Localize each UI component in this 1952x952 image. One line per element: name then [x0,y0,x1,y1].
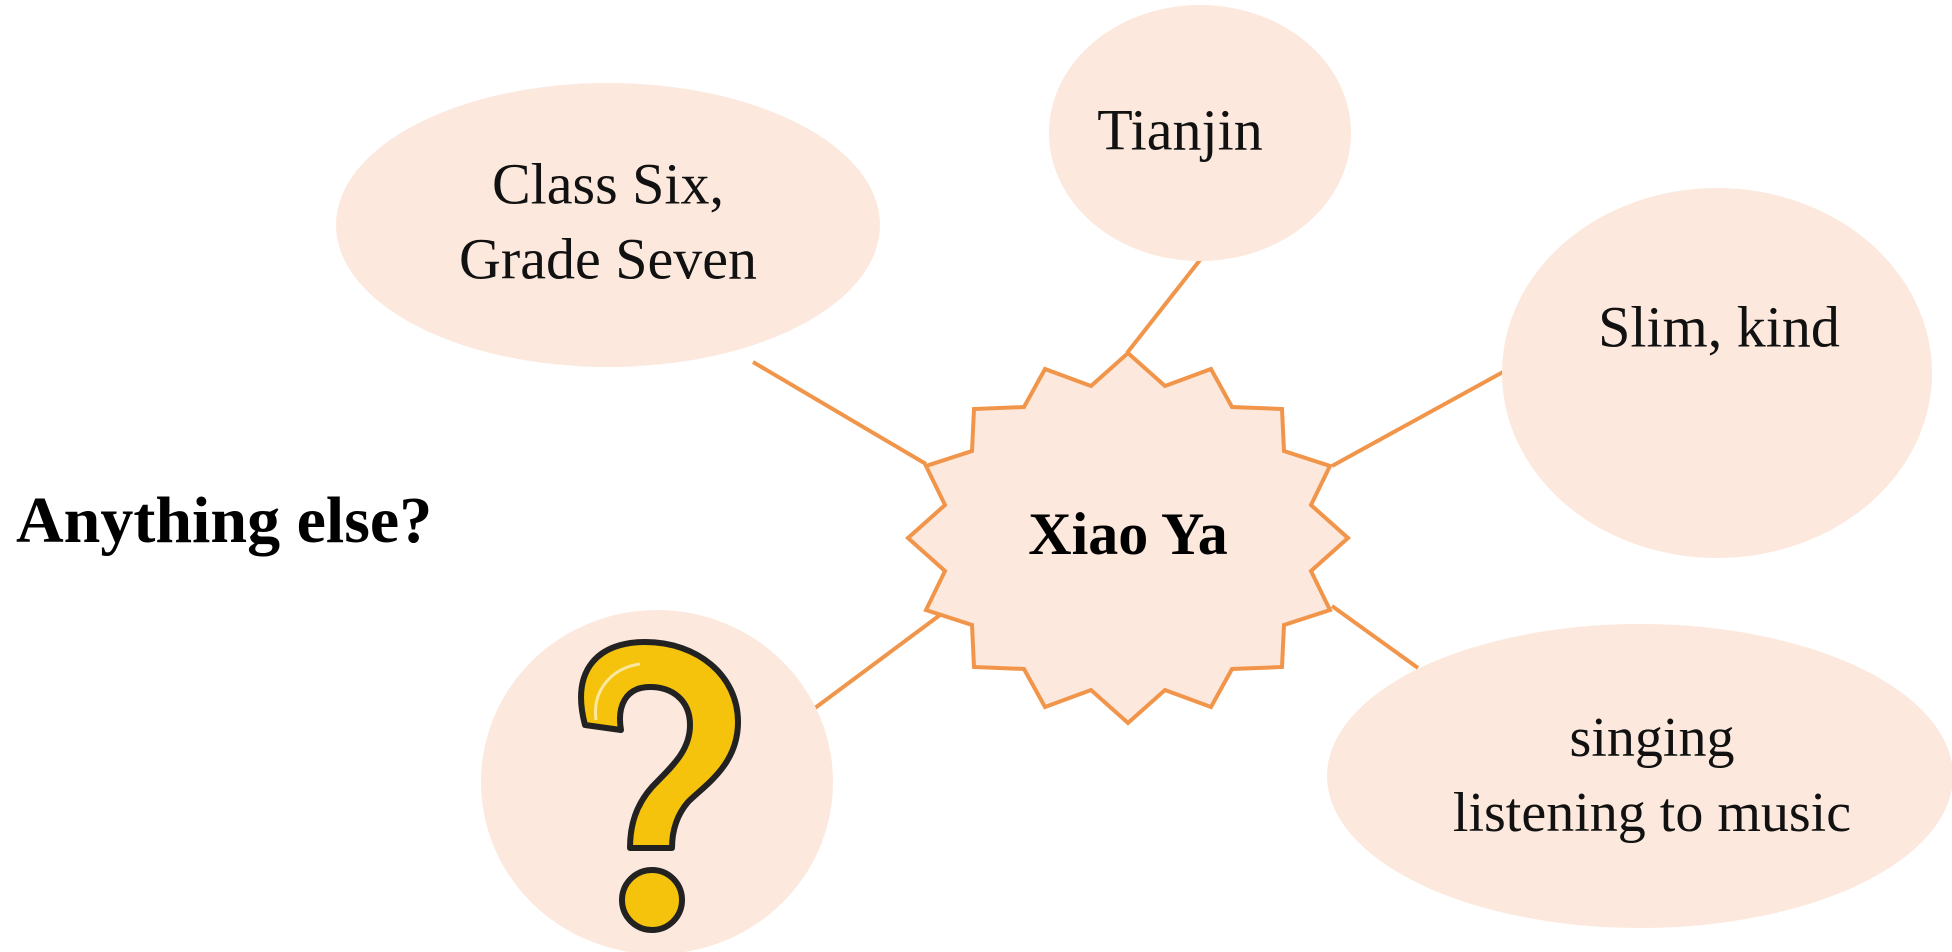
connector-mystery [813,613,942,710]
node-hobbies-bubble [1327,624,1952,928]
center-starburst [904,350,1352,726]
connectors [751,258,1504,710]
node-hobbies-line1: singing [1570,707,1735,769]
connector-class [751,360,928,466]
node-city-bubble [1049,5,1351,261]
question-mark-icon [578,639,741,933]
node-class-bubble [336,83,880,367]
connector-appearance [1331,370,1504,468]
node-appearance-label: Slim, kind [1598,294,1840,359]
center-label: Xiao Ya [1028,501,1227,567]
prompt-text: Anything else? [16,484,432,557]
connector-hobbies [1330,604,1420,670]
node-class-line1: Class Six, [492,151,724,216]
node-class-line2: Grade Seven [459,226,757,291]
node-appearance-bubble [1502,188,1932,558]
node-hobbies-line2: listening to music [1453,782,1851,844]
connector-city [1125,258,1202,355]
node-city-label: Tianjin [1097,97,1262,162]
